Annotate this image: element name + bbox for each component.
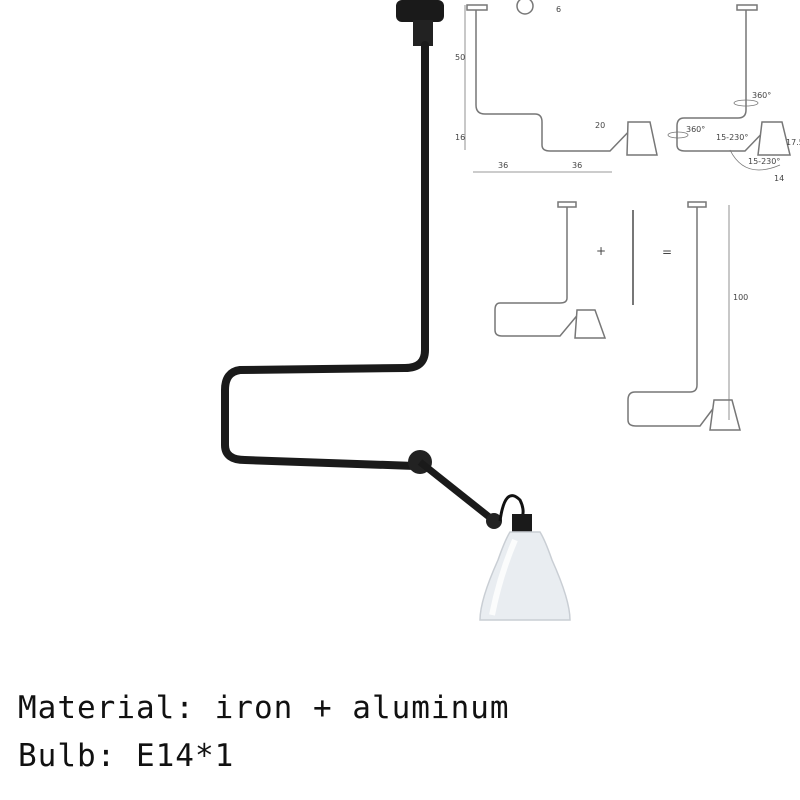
svg-text:36: 36 <box>572 161 582 170</box>
svg-text:15-230°: 15-230° <box>716 133 748 142</box>
cable <box>498 494 525 522</box>
svg-text:20: 20 <box>595 121 605 130</box>
svg-text:=: = <box>662 245 672 259</box>
lamp-main <box>221 0 571 621</box>
diagram-dimensions <box>464 0 791 431</box>
material-spec: Material: iron + aluminum <box>18 690 510 726</box>
svg-text:360°: 360° <box>752 91 771 100</box>
canopy-stem <box>413 20 433 46</box>
svg-text:17.5: 17.5 <box>786 138 800 147</box>
lamp-arm <box>221 41 429 470</box>
svg-text:16: 16 <box>455 133 465 142</box>
svg-text:36: 36 <box>498 161 508 170</box>
svg-text:6: 6 <box>556 5 561 14</box>
ceiling-canopy <box>396 0 444 22</box>
bulb-spec: Bulb: E14*1 <box>18 738 235 774</box>
svg-text:+: + <box>596 244 606 258</box>
lamp-shade <box>479 531 571 621</box>
svg-text:360°: 360° <box>686 125 705 134</box>
wrist-joint <box>486 513 502 529</box>
lamp-forearm <box>417 459 496 523</box>
svg-text:15-230°: 15-230° <box>748 157 780 166</box>
shade-socket <box>512 514 532 532</box>
diagram-labels: 50 16 36 36 20 6 360° 360° 15-230° 15-23… <box>455 5 800 302</box>
svg-text:50: 50 <box>455 53 465 62</box>
svg-text:14: 14 <box>774 174 784 183</box>
svg-text:100: 100 <box>733 293 748 302</box>
